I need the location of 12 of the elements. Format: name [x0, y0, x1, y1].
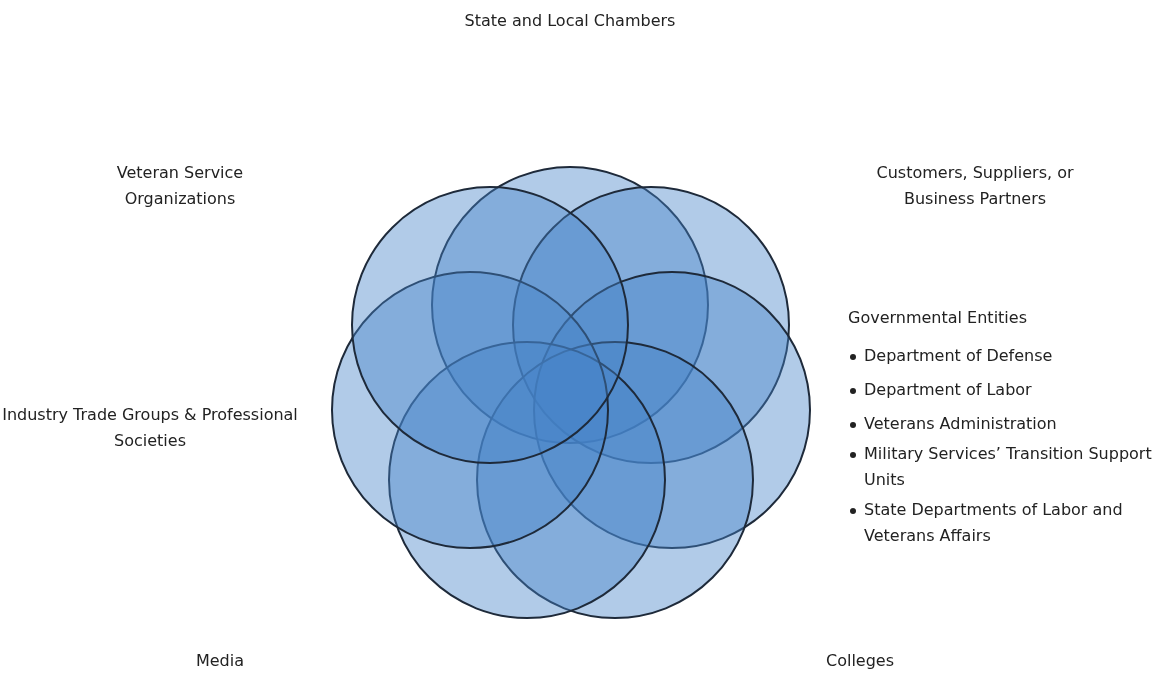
- category-label: Veteran Service Organizations: [115, 162, 245, 210]
- list-heading: Governmental Entities: [848, 307, 1028, 329]
- list-item: Military Services’ Transition Support Units: [848, 441, 1160, 493]
- list-item: Department of Defense: [848, 343, 1164, 369]
- category-label: Industry Trade Groups & Professional Societies: [1, 404, 299, 452]
- category-label: Customers, Suppliers, or Business Partners: [875, 162, 1075, 210]
- category-label: State and Local Chambers: [463, 10, 677, 32]
- list-item: State Departments of Labor and Veterans Affairs: [848, 497, 1144, 549]
- list-item: Veterans Administration: [848, 411, 1164, 437]
- category-label: Colleges: [825, 650, 895, 672]
- list-item: Department of Labor: [848, 377, 1164, 403]
- category-label: Media: [194, 650, 246, 672]
